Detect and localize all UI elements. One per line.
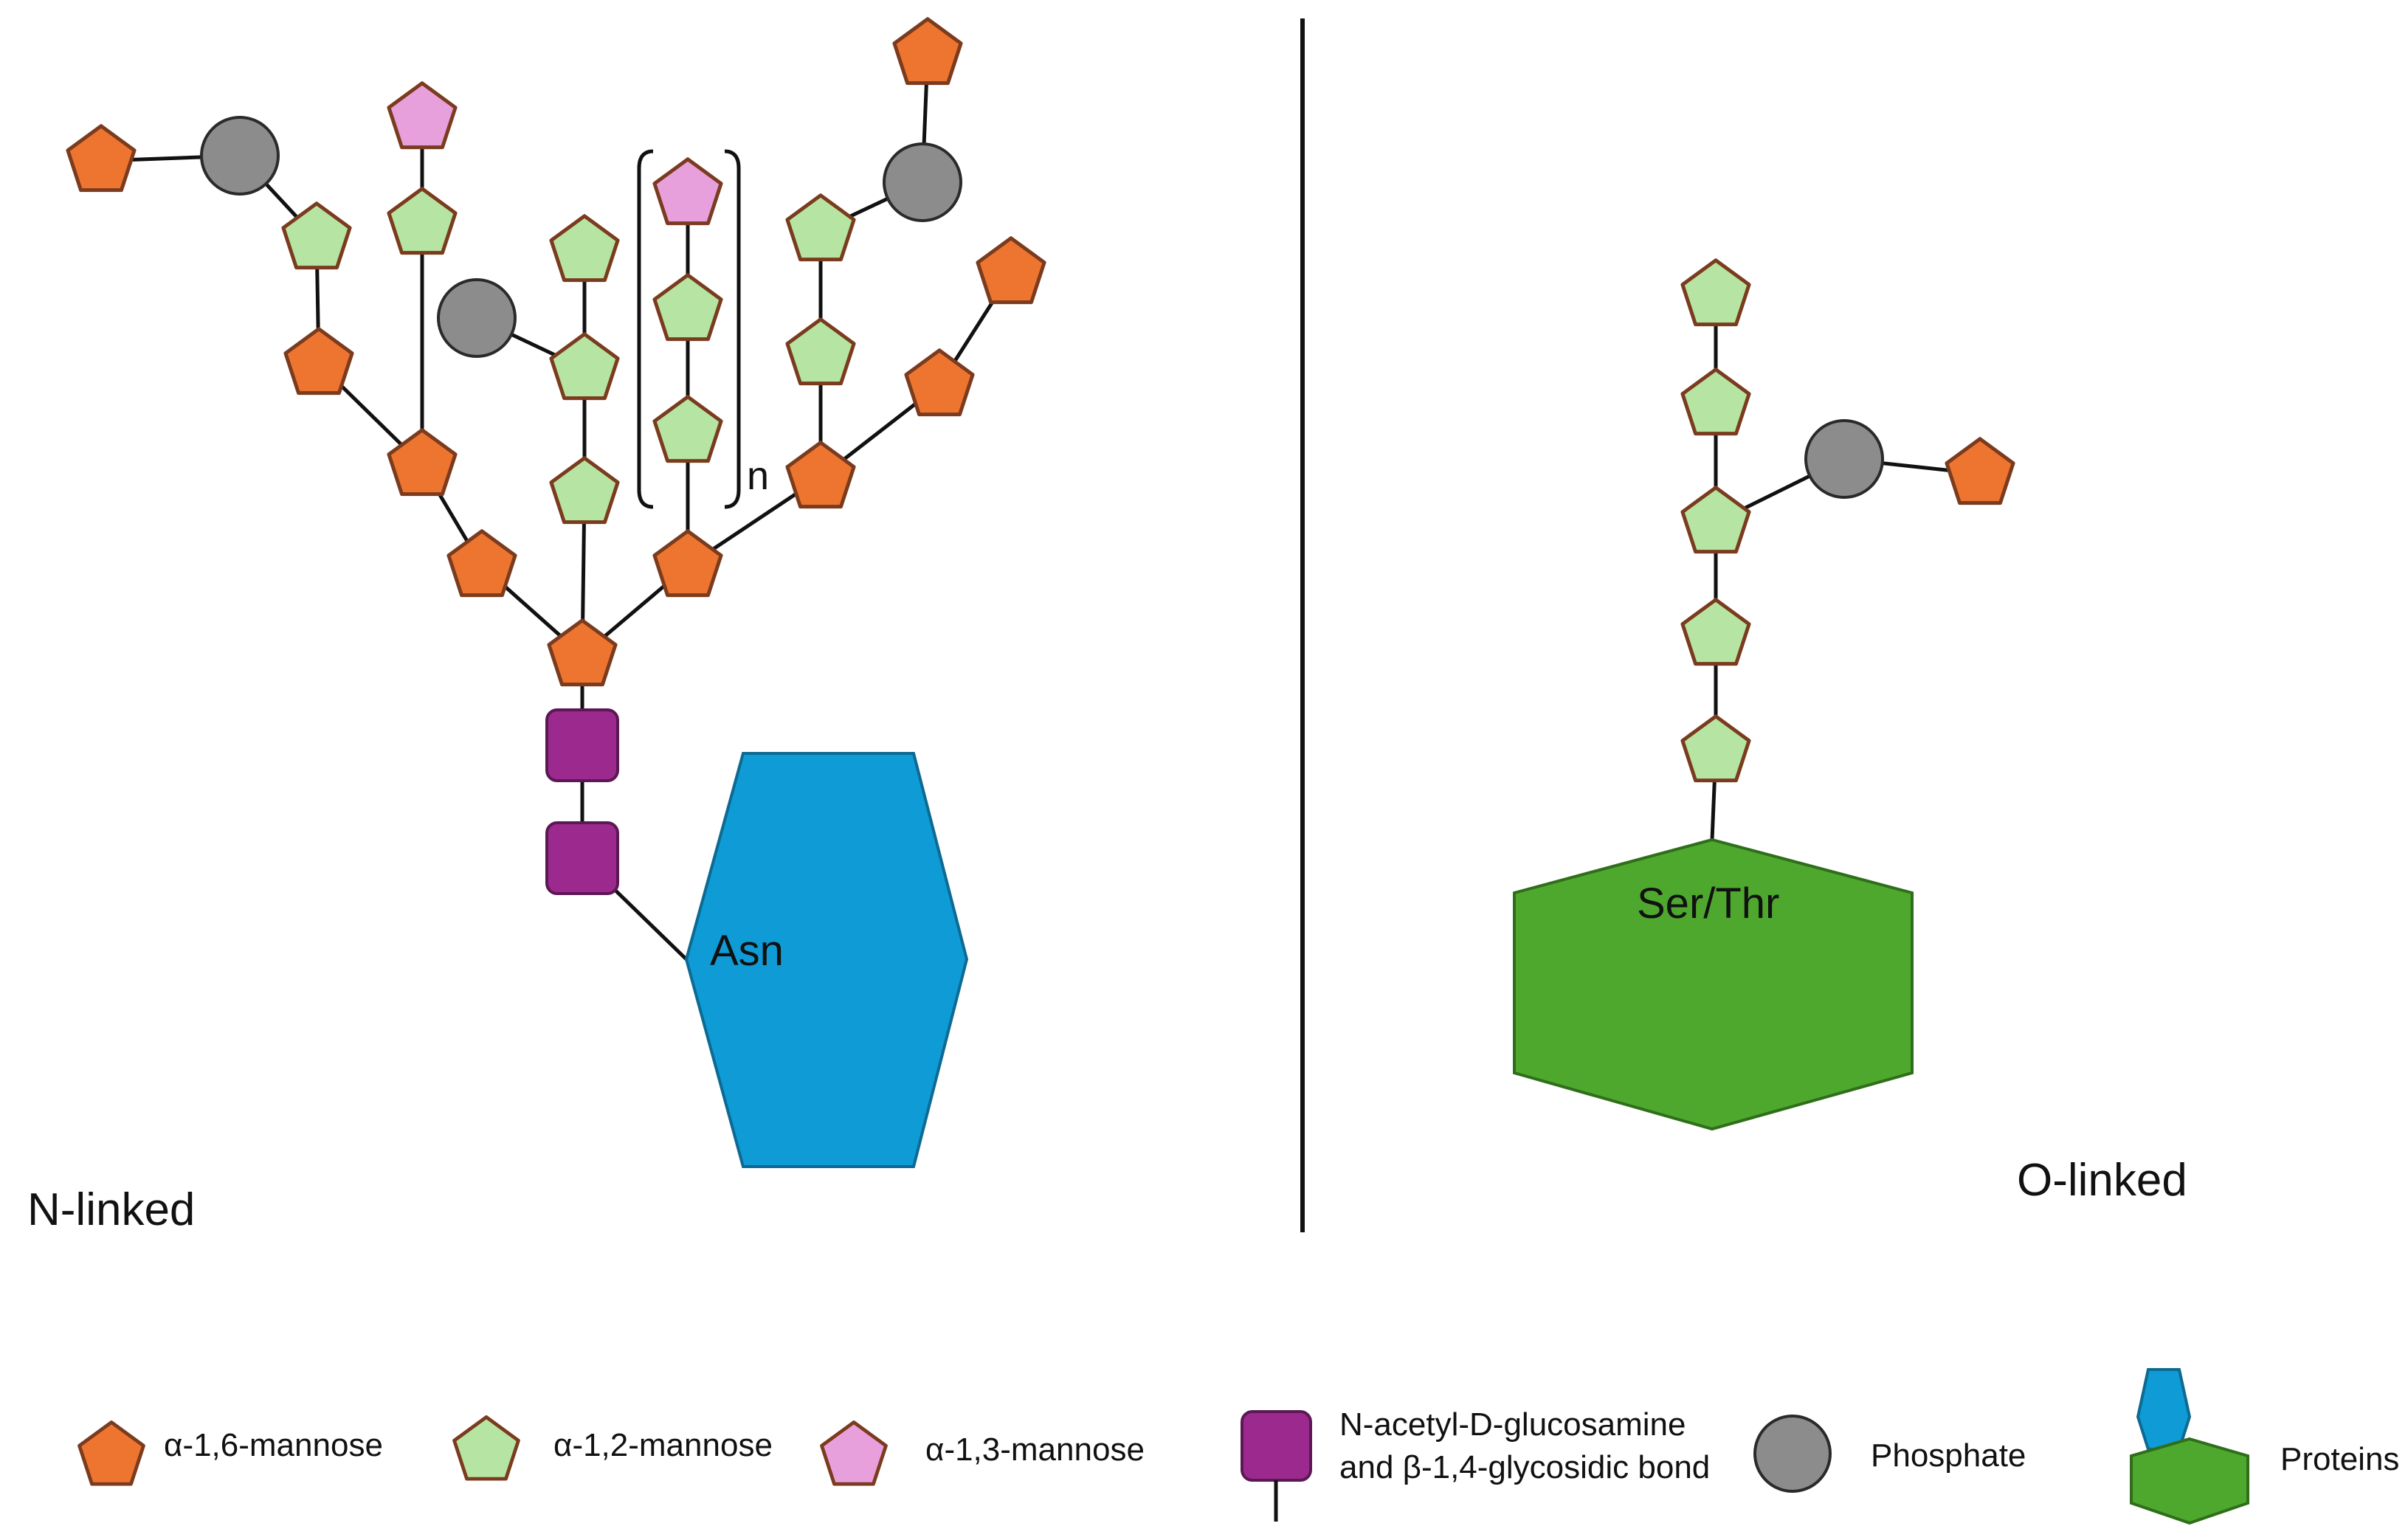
alpha-1-3-mannose-icon — [389, 83, 455, 148]
phosphate-icon — [200, 116, 280, 196]
n-linked-label: N-linked — [27, 1184, 195, 1235]
o-linked-label: O-linked — [2017, 1155, 2187, 1206]
alpha-1-6-mannose-icon — [787, 443, 854, 507]
alpha-1-2-mannose-icon — [787, 320, 854, 384]
alpha-1-3-mannose-icon — [822, 1422, 886, 1484]
alpha-1-6-mannose-icon — [655, 531, 721, 595]
alpha-1-2-mannose-icon — [1683, 260, 1749, 325]
repeat-bracket — [637, 149, 741, 509]
alpha-1-2-mannose-icon — [455, 1417, 519, 1479]
protein-blue-icon — [2136, 1368, 2192, 1451]
legend-a16-label: α-1,6-mannose — [164, 1427, 383, 1463]
alpha-1-2-mannose-icon — [1683, 488, 1749, 552]
alpha-1-6-mannose-icon — [80, 1422, 144, 1484]
protein-green-icon — [2130, 1437, 2249, 1525]
alpha-1-2-mannose-icon — [551, 334, 618, 398]
alpha-1-6-mannose-icon — [906, 351, 973, 415]
glcnac-icon — [545, 708, 619, 782]
ser-thr-protein — [1513, 838, 1914, 1131]
legend-a12-label: α-1,2-mannose — [553, 1427, 773, 1463]
asn-label: Asn — [710, 927, 784, 975]
alpha-1-2-mannose-icon — [551, 216, 618, 280]
alpha-1-2-mannose-icon — [655, 397, 721, 461]
alpha-1-2-mannose-icon — [389, 189, 455, 253]
glcnac-icon — [1241, 1410, 1312, 1482]
glcnac-icon — [545, 821, 619, 895]
alpha-1-6-mannose-icon — [449, 531, 515, 595]
asn-protein — [684, 752, 969, 1168]
alpha-1-3-mannose-icon — [655, 159, 721, 224]
alpha-1-2-mannose-icon — [551, 458, 618, 522]
phosphate-icon — [437, 278, 517, 358]
legend-proteins-label: Proteins — [2280, 1441, 2399, 1477]
alpha-1-6-mannose-icon — [1947, 439, 2013, 503]
phosphate-icon — [1804, 419, 1884, 499]
alpha-1-6-mannose-icon — [894, 19, 961, 83]
alpha-1-2-mannose-icon — [787, 196, 854, 260]
repeat-count-label: n — [747, 454, 769, 498]
alpha-1-6-mannose-icon — [286, 329, 352, 393]
legend-glcnac-line2: and β-1,4-glycosidic bond — [1339, 1449, 1710, 1485]
legend-a13-label: α-1,3-mannose — [925, 1432, 1145, 1468]
alpha-1-6-mannose-icon — [978, 238, 1044, 303]
legend: α-1,6-mannose α-1,2-mannose α-1,3-mannos… — [80, 1368, 2399, 1525]
alpha-1-6-mannose-icon — [68, 126, 134, 190]
alpha-1-2-mannose-icon — [1683, 717, 1749, 781]
legend-glcnac-line1: N-acetyl-D-glucosamine — [1339, 1406, 1686, 1443]
alpha-1-2-mannose-icon — [655, 275, 721, 339]
alpha-1-2-mannose-icon — [1683, 600, 1749, 664]
ser-thr-label: Ser/Thr — [1637, 880, 1779, 928]
legend-phosphate-label: Phosphate — [1871, 1437, 2026, 1474]
alpha-1-2-mannose-icon — [1683, 370, 1749, 434]
phosphate-icon — [1753, 1415, 1832, 1493]
alpha-1-6-mannose-icon — [549, 621, 615, 685]
phosphate-icon — [883, 142, 962, 222]
